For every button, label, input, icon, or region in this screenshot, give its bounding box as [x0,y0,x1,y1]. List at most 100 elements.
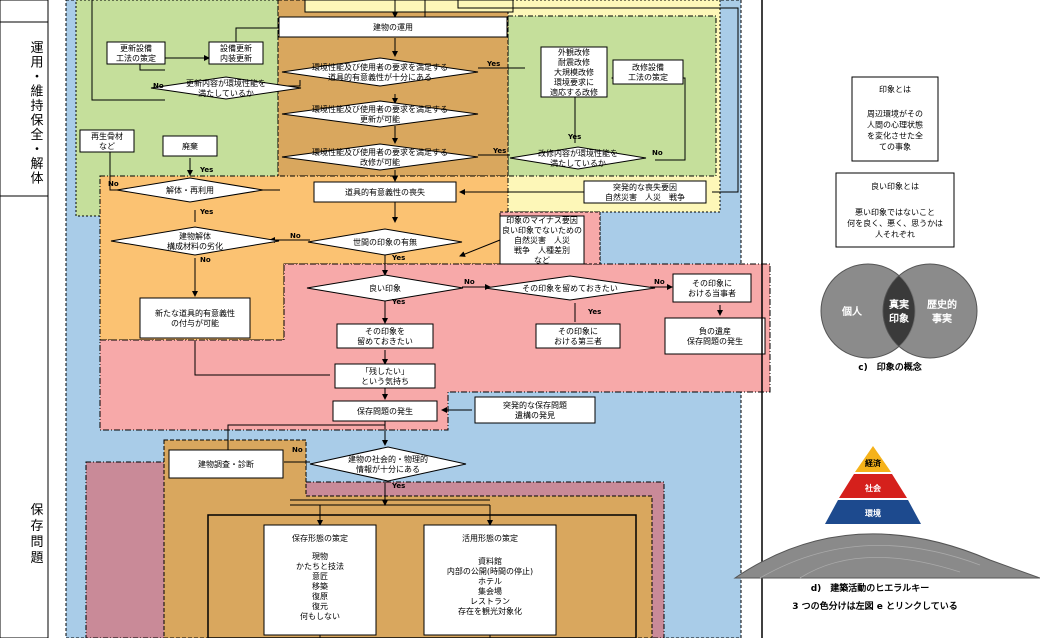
side-label-strip [0,0,49,638]
recycled-line: 再生骨材 [91,131,123,141]
yes-label: Yes [486,60,500,68]
node-d-demolish-reuse: 解体・再利用 [116,177,264,203]
flowchart-shapes: 建物の運用更新設備工法の策定設備更新内装更新環境性能及び使用者の要求を満足する道… [79,16,766,636]
renovation_method-line: 改修設備 [632,62,664,72]
impression-concept-panel: 印象とは周辺環境がその人間の心理状態を変化させた全ての事象良い印象とは悪い印象で… [733,76,1040,612]
exterior_renovation-line: 環境要求に [554,77,594,87]
top-box-partial [304,0,514,13]
preservation_form-item-line: 現物 [312,551,328,561]
preservation_issue-line: 保存問題の発生 [357,406,413,416]
d_demolish_reuse-line: 解体・再利用 [166,185,214,195]
yes-label: Yes [391,298,405,306]
node-d-public-impression: 世間の印象の有無 [307,228,463,256]
venn-center-label: 真実 [889,298,909,311]
preservation_form-item-line: 移築 [312,581,328,591]
d_renovation_ok-line: 改修内容が環境性能を [538,148,618,158]
side-char: 問 [30,535,43,550]
node-want-to-keep: 「残したい」という気持ち [334,363,436,389]
d_keep_impression-line: その印象を留めておきたい [522,283,618,293]
exterior_renovation-line: 大規模改修 [554,67,594,77]
node-d-good-impression: 良い印象 [306,274,464,302]
negative_factors-line: 戦争 人種差別 [514,245,570,255]
pyramid-level-society [839,474,907,498]
new_meaning-line: の付与が可能 [171,318,219,328]
sudden_loss-line: 突発的な喪失要因 [613,182,677,192]
renovation_method-line: 工法の策定 [628,72,668,82]
preservation_form-item-line: 復元 [312,601,328,611]
disposal-line: 廃棄 [182,141,198,151]
d_renovation_ok-line: 満たしているか [550,159,606,168]
third_party-line: その印象に [558,326,598,336]
good-def-body-line: 人それぞれ [875,230,915,239]
equipment_update-line: 内装更新 [220,53,252,63]
negative_heritage-line: 保存問題の発生 [687,336,743,346]
negative_factors-line: 自然災害 人災 [514,235,570,245]
utilization_form-line: 活用形態の策定 [462,533,518,543]
impression-def-body-line: 人間の心理状態 [867,120,923,130]
utilization_form-item-line: 資料館 [478,556,502,566]
loss_of_meaning-line: 道具的有意義性の喪失 [345,187,425,197]
side-char: ・ [30,143,43,158]
side-char: 体 [30,172,43,187]
party_concerned-line: その印象に [692,278,732,288]
utilization_form-item-line: 集会場 [478,586,502,596]
no-label: No [290,232,301,240]
sudden_loss-line: 自然災害 人災 戦争 [605,192,685,202]
yes-label: Yes [199,208,213,216]
preservation_form-item-line: 復原 [312,591,328,601]
building_operation-line: 建物の運用 [373,22,413,32]
utilization_form-item-line: レストラン [470,597,510,606]
renovation_plan-line: 更新設備 [120,43,152,53]
utilization_form-item-line: 存在を観光対象化 [458,606,522,616]
negative_factors-line: 印象のマイナス要因 [506,215,578,225]
side-char: 解 [30,157,43,172]
side-char: 維 [30,85,43,100]
side-char: 題 [30,551,43,566]
venn-right-label: 歴史的 [927,298,957,311]
node-building-operation: 建物の運用 [278,16,508,38]
d_performance_2-line: 更新が可能 [360,114,400,124]
utilization_form-item-line: 内部の公開(時間の停止) [447,566,533,576]
globe-shape [733,533,1040,579]
building_survey-line: 建物調査・診断 [198,459,254,469]
no-label: No [108,180,119,188]
utilization_form-item-line: ホテル [478,577,502,586]
impression-def-title-line: 印象とは [879,84,911,94]
want_to_keep-line: という気持ち [361,376,409,386]
impression-def-body-line: を変化させた全 [867,131,923,141]
no-label: No [652,149,663,157]
d_update_ok-line: 満たしているか [198,89,254,98]
want_to_keep-line: 「残したい」 [361,366,409,376]
preservation_form-item-line: 意匠 [312,571,328,581]
no-label: No [200,256,211,264]
node-disposal: 廃棄 [162,135,218,157]
pyramid-level-label: 環境 [865,508,881,518]
d_sufficient_info-line: 建物の社会的・物理的 [348,454,428,464]
preservation_form-item-line: かたちと技法 [296,561,344,571]
sudden_issue-line: 遺構の発見 [515,410,555,420]
yes-label: Yes [587,308,601,316]
exterior_renovation-line: 外観改修 [558,47,590,57]
d_performance_2-line: 環境性能及び使用者の要求を満足する [312,104,448,114]
recycled-line: など [99,142,115,151]
d_building_degrade-line: 構成材料の劣化 [167,241,223,251]
side-char: 用 [30,56,43,71]
node-loss-of-meaning: 道具的有意義性の喪失 [313,181,457,203]
impression-def-body-line: ての事象 [879,142,911,152]
d_building_degrade-line: 建物解体 [179,231,211,241]
d_good_impression-line: 良い印象 [369,283,401,293]
side-char: 全 [30,127,43,143]
